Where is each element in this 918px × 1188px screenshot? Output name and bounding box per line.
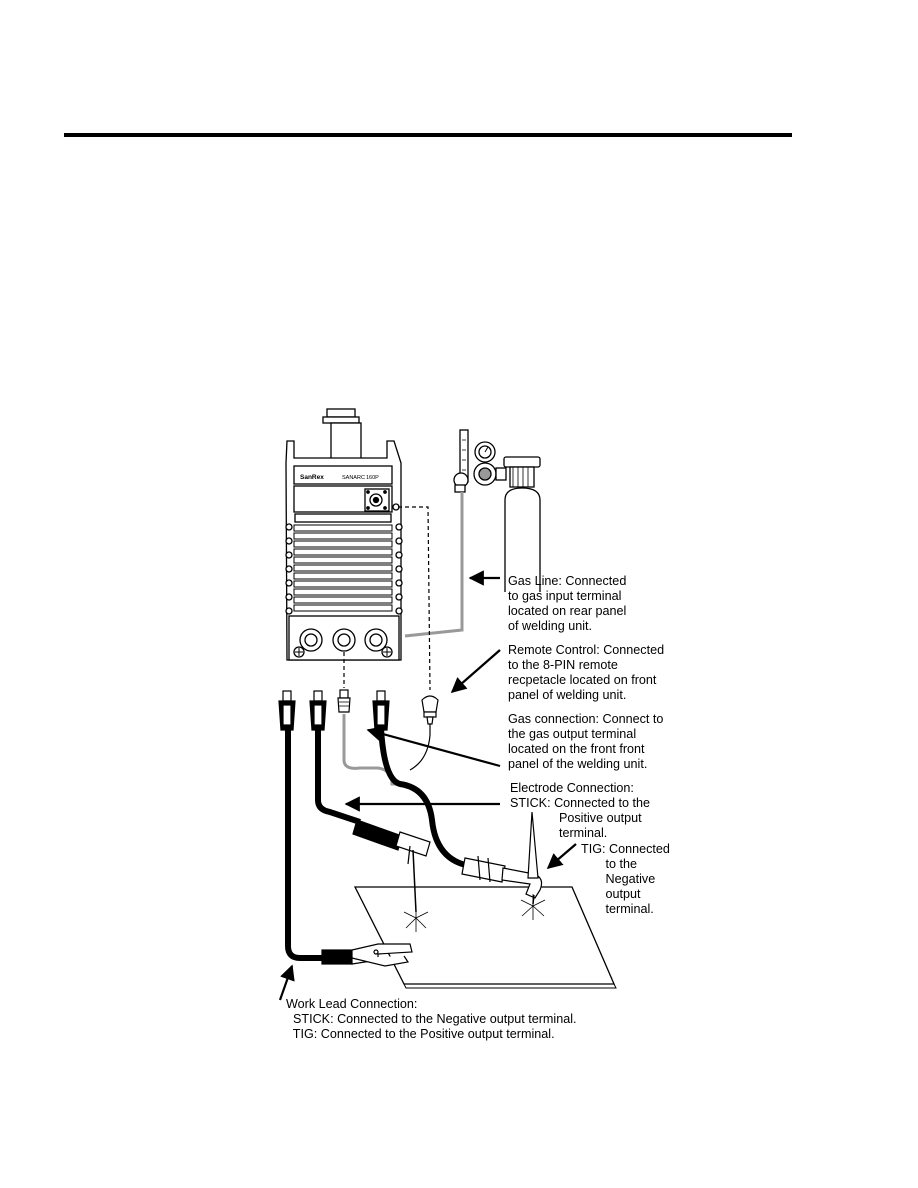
unit-panel-ledge [294, 513, 392, 523]
unit-nameplate [293, 465, 393, 485]
unit-brand: SanRex [300, 474, 324, 481]
arc-sparks-tig [520, 894, 546, 920]
tig-torch [461, 811, 546, 920]
welding-unit: SanRex SANARC 160P [285, 408, 403, 661]
gas-line-callout: Gas Line: Connected to gas input termina… [508, 574, 627, 633]
header-rule [64, 133, 792, 137]
electrode-connection-heading: Electrode Connection: [510, 781, 634, 795]
gas-connection-callout: Gas connection: Connect to the gas outpu… [508, 712, 664, 771]
remote-control-callout: Remote Control: Connected to the 8-PIN r… [508, 643, 665, 702]
gas-line-hose [404, 492, 464, 638]
unit-side-fins [285, 523, 403, 615]
work-clamp [321, 943, 413, 967]
work-lead-plug [278, 690, 296, 731]
electrode-tig-callout: TIG: Connected to the Negative output te… [581, 842, 670, 916]
remote-cable [398, 506, 431, 691]
remote-control-arrow [450, 649, 501, 694]
tig-cable [378, 727, 471, 869]
arc-sparks-stick [403, 905, 429, 932]
gas-connection-arrow [366, 726, 501, 768]
connector-plugs [278, 689, 439, 731]
gas-cylinder [453, 429, 541, 592]
electrode-stick-callout: STICK: Connected to the Positive output … [510, 796, 651, 840]
gas-connector-plug [337, 689, 351, 713]
work-lead-callout: Work Lead Connection: STICK: Connected t… [286, 997, 577, 1041]
stick-cable [315, 728, 361, 825]
remote-cable-lower [409, 712, 431, 771]
unit-model: 160P [366, 475, 379, 481]
stick-electrode-holder [352, 819, 431, 932]
work-lead-arrow [278, 964, 295, 1001]
work-lead-cable [285, 728, 325, 961]
unit-vent-louvers [293, 524, 393, 612]
cylinder-valve-cap [503, 456, 541, 468]
cables [285, 492, 471, 961]
unit-model-prefix: SANARC [342, 475, 365, 481]
tig-plug [372, 690, 390, 731]
unit-handle-bracket [322, 416, 360, 424]
unit-handle-post [330, 422, 362, 464]
work-table [353, 886, 615, 985]
unit-handle-top [326, 408, 356, 418]
callout-arrows [278, 570, 577, 1001]
cylinder-valve [509, 466, 535, 488]
remote-plug [421, 695, 439, 725]
cylinder-body [504, 487, 541, 592]
stick-plug [309, 690, 327, 731]
electrode-tig-arrow [546, 843, 577, 870]
